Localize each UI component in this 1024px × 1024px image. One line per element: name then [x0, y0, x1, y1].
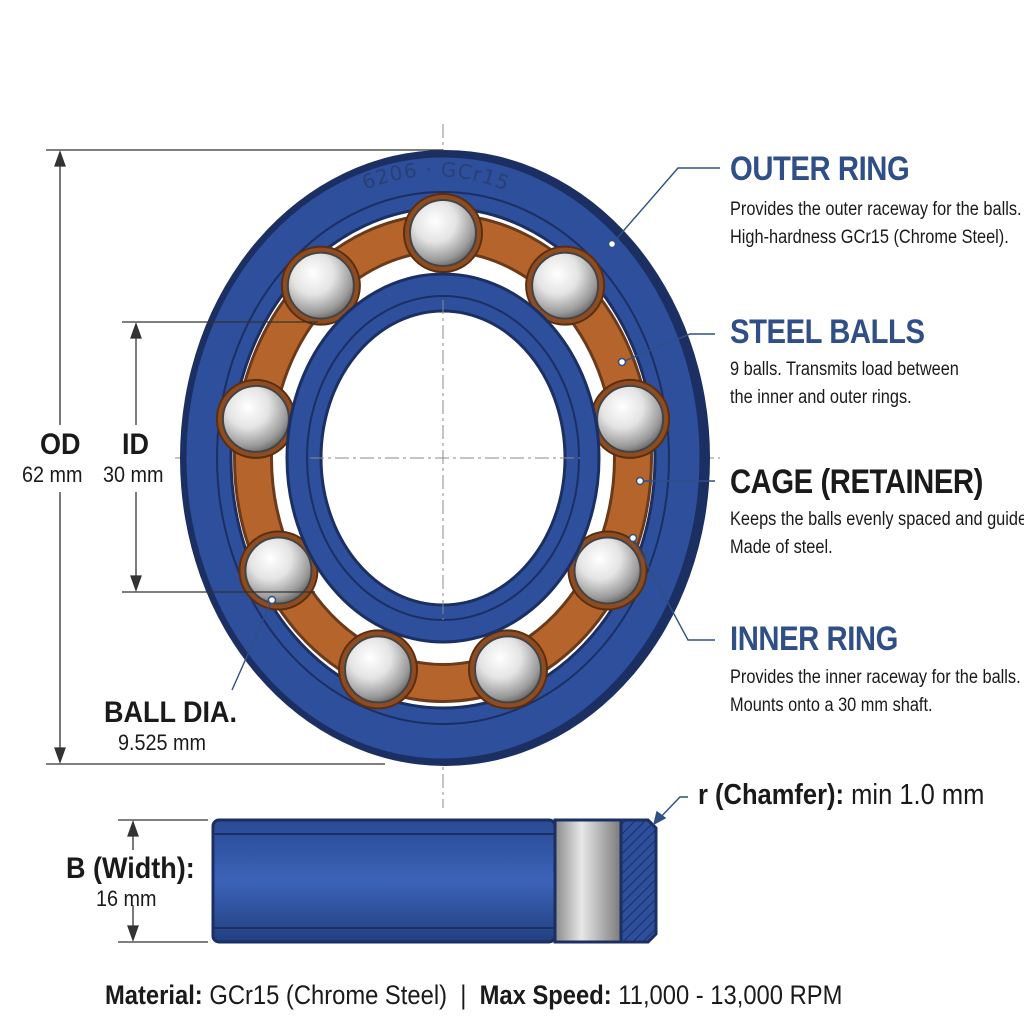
od-dimension-line — [46, 149, 443, 765]
inner-ring-desc-line1: Provides the inner raceway for the balls… — [730, 667, 1021, 688]
inner-ring-title: INNER RING — [730, 620, 898, 658]
inner-ring-desc-line2: Mounts onto a 30 mm shaft. — [730, 695, 933, 716]
cage-title: CAGE (RETAINER) — [730, 463, 983, 501]
footer-specs: Material: GCr15 (Chrome Steel) | Max Spe… — [105, 980, 842, 1011]
speed-value: 11,000 - 13,000 RPM — [618, 980, 843, 1010]
steel-ball — [596, 384, 665, 453]
chamfer-value: min 1.0 mm — [851, 779, 985, 811]
steel-ball — [409, 199, 477, 267]
material-value: GCr15 (Chrome Steel) — [209, 980, 448, 1010]
od-value: 62 mm — [22, 462, 83, 487]
outer-ring-desc-line1: Provides the outer raceway for the balls… — [730, 199, 1022, 220]
chamfer-leader — [652, 796, 688, 826]
id-value: 30 mm — [103, 462, 164, 487]
footer-separator: | — [460, 980, 467, 1010]
ball-dia-value: 9.525 mm — [118, 730, 207, 755]
ball-dia-label: BALL DIA. — [104, 696, 238, 729]
steel-ball — [531, 251, 600, 320]
steel-ball — [344, 635, 413, 704]
steel-ball — [573, 536, 642, 605]
steel-balls — [215, 193, 671, 710]
cage-desc-line1: Keeps the balls evenly spaced and guided… — [730, 509, 1024, 530]
width-dimension-line — [118, 819, 208, 943]
chamfer-spec: r (Chamfer): min 1.0 mm — [698, 779, 984, 812]
steel-ball — [244, 536, 313, 605]
steel-balls-title: STEEL BALLS — [730, 313, 925, 351]
od-label: OD — [40, 428, 81, 461]
callout-leaders — [231, 167, 720, 691]
steel-ball — [473, 635, 542, 704]
material-label: Material: — [105, 980, 203, 1010]
chamfer-label: r (Chamfer): — [698, 779, 845, 811]
steel-ball — [286, 251, 355, 320]
id-label: ID — [122, 428, 149, 461]
width-value: 16 mm — [96, 886, 157, 911]
outer-ring-title: OUTER RING — [730, 150, 910, 188]
id-dimension-line — [122, 321, 318, 593]
cage-desc-line2: Made of steel. — [730, 537, 833, 558]
steel-ball — [221, 384, 290, 453]
width-label: B (Width): — [66, 852, 195, 885]
speed-label: Max Speed: — [479, 980, 612, 1010]
steel-balls-desc-line1: 9 balls. Transmits load between — [730, 359, 959, 380]
outer-ring-desc-line2: High-hardness GCr15 (Chrome Steel). — [730, 227, 1009, 248]
bearing-side-view — [211, 818, 658, 944]
steel-balls-desc-line2: the inner and outer rings. — [730, 387, 912, 408]
